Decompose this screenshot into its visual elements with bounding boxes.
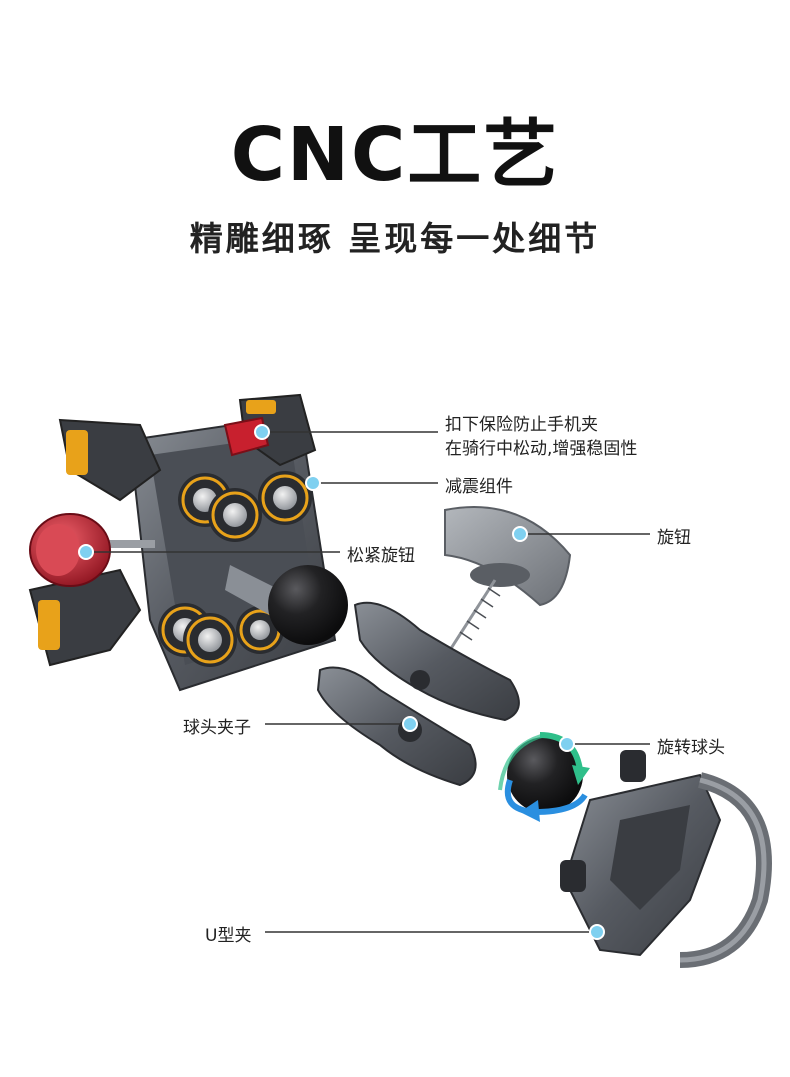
label-safety-lock-line1: 扣下保险防止手机夹 <box>445 415 598 435</box>
marker-shock-absorber <box>305 475 321 491</box>
label-safety-lock-line2: 在骑行中松动,增强稳固性 <box>445 439 638 459</box>
knob-part <box>444 506 572 651</box>
rotating-ball-part <box>498 732 590 822</box>
page-title: CNC工艺 <box>230 112 560 198</box>
marker-safety-lock <box>254 424 270 440</box>
page-subtitle: 精雕细琢 呈现每一处细节 <box>189 219 601 258</box>
marker-rotating-ball <box>559 736 575 752</box>
marker-ball-clamp <box>402 716 418 732</box>
ball-clamp-part <box>316 601 520 787</box>
phone-holder <box>28 393 348 692</box>
label-shock-absorber: 减震组件 <box>445 477 513 497</box>
label-tightening-knob: 松紧旋钮 <box>347 546 415 566</box>
label-ball-clamp: 球头夹子 <box>183 718 251 738</box>
marker-knob <box>512 526 528 542</box>
leader-lines <box>86 431 650 933</box>
label-knob: 旋钮 <box>657 528 691 548</box>
marker-tightening-knob <box>78 544 94 560</box>
label-rotating-ball: 旋转球头 <box>657 738 725 758</box>
label-u-clamp: U型夹 <box>205 926 252 946</box>
marker-u-clamp <box>589 924 605 940</box>
callout-markers <box>78 424 605 940</box>
shock-roller <box>158 471 312 667</box>
u-clamp-part <box>560 750 772 968</box>
